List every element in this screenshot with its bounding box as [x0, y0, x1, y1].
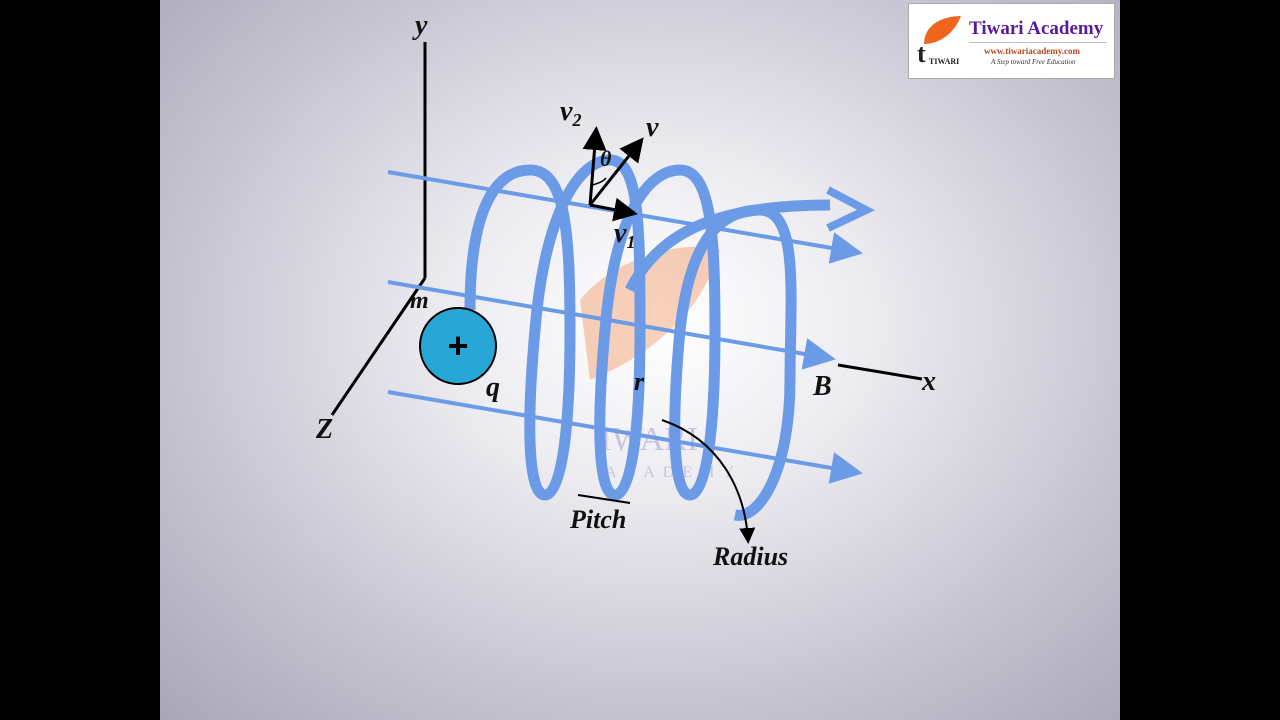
radius-pointer: [661, 419, 756, 544]
mass-label: m: [410, 288, 429, 314]
leaf-logo-icon: t TIWARI: [917, 16, 961, 68]
v1-vector: [589, 197, 638, 222]
radius-label: Radius: [712, 542, 788, 571]
y-axis-label: y: [412, 10, 428, 41]
logo-divider: [969, 42, 1107, 43]
z-axis-label: Z: [315, 414, 333, 445]
tiwari-academy-logo: t TIWARI Tiwari Academy www.tiwariacadem…: [908, 3, 1115, 79]
theta-label: θ: [600, 146, 612, 171]
svg-text:t: t: [917, 39, 926, 68]
z-axis: [330, 277, 427, 416]
charge-sign: +: [447, 325, 468, 366]
watermark-text: IWARI: [600, 421, 698, 458]
x-axis-label: x: [921, 366, 936, 397]
helix-arrowhead: [826, 186, 875, 232]
charge-label: q: [486, 372, 500, 403]
logo-tagline: A Step toward Free Education: [991, 58, 1076, 66]
x-axis: [837, 363, 923, 381]
helix-path: [464, 154, 831, 521]
logo-url: www.tiwariacademy.com: [984, 46, 1080, 56]
v2-vector: [582, 126, 607, 206]
v-vector: [588, 137, 644, 206]
charge-particle: [419, 307, 497, 385]
pitch-pointer: [577, 494, 631, 504]
radius-symbol: r: [634, 367, 645, 396]
logo-title: Tiwari Academy: [969, 18, 1104, 39]
v2-label: v2: [560, 96, 581, 130]
field-label: B: [812, 371, 832, 402]
v-label: v: [646, 112, 659, 143]
pitch-label: Pitch: [569, 505, 626, 534]
v1-label: v1: [614, 218, 635, 252]
logo-mark-text: TIWARI: [929, 57, 959, 66]
theta-arc: [592, 177, 607, 186]
velocity-vectors: [582, 126, 644, 222]
